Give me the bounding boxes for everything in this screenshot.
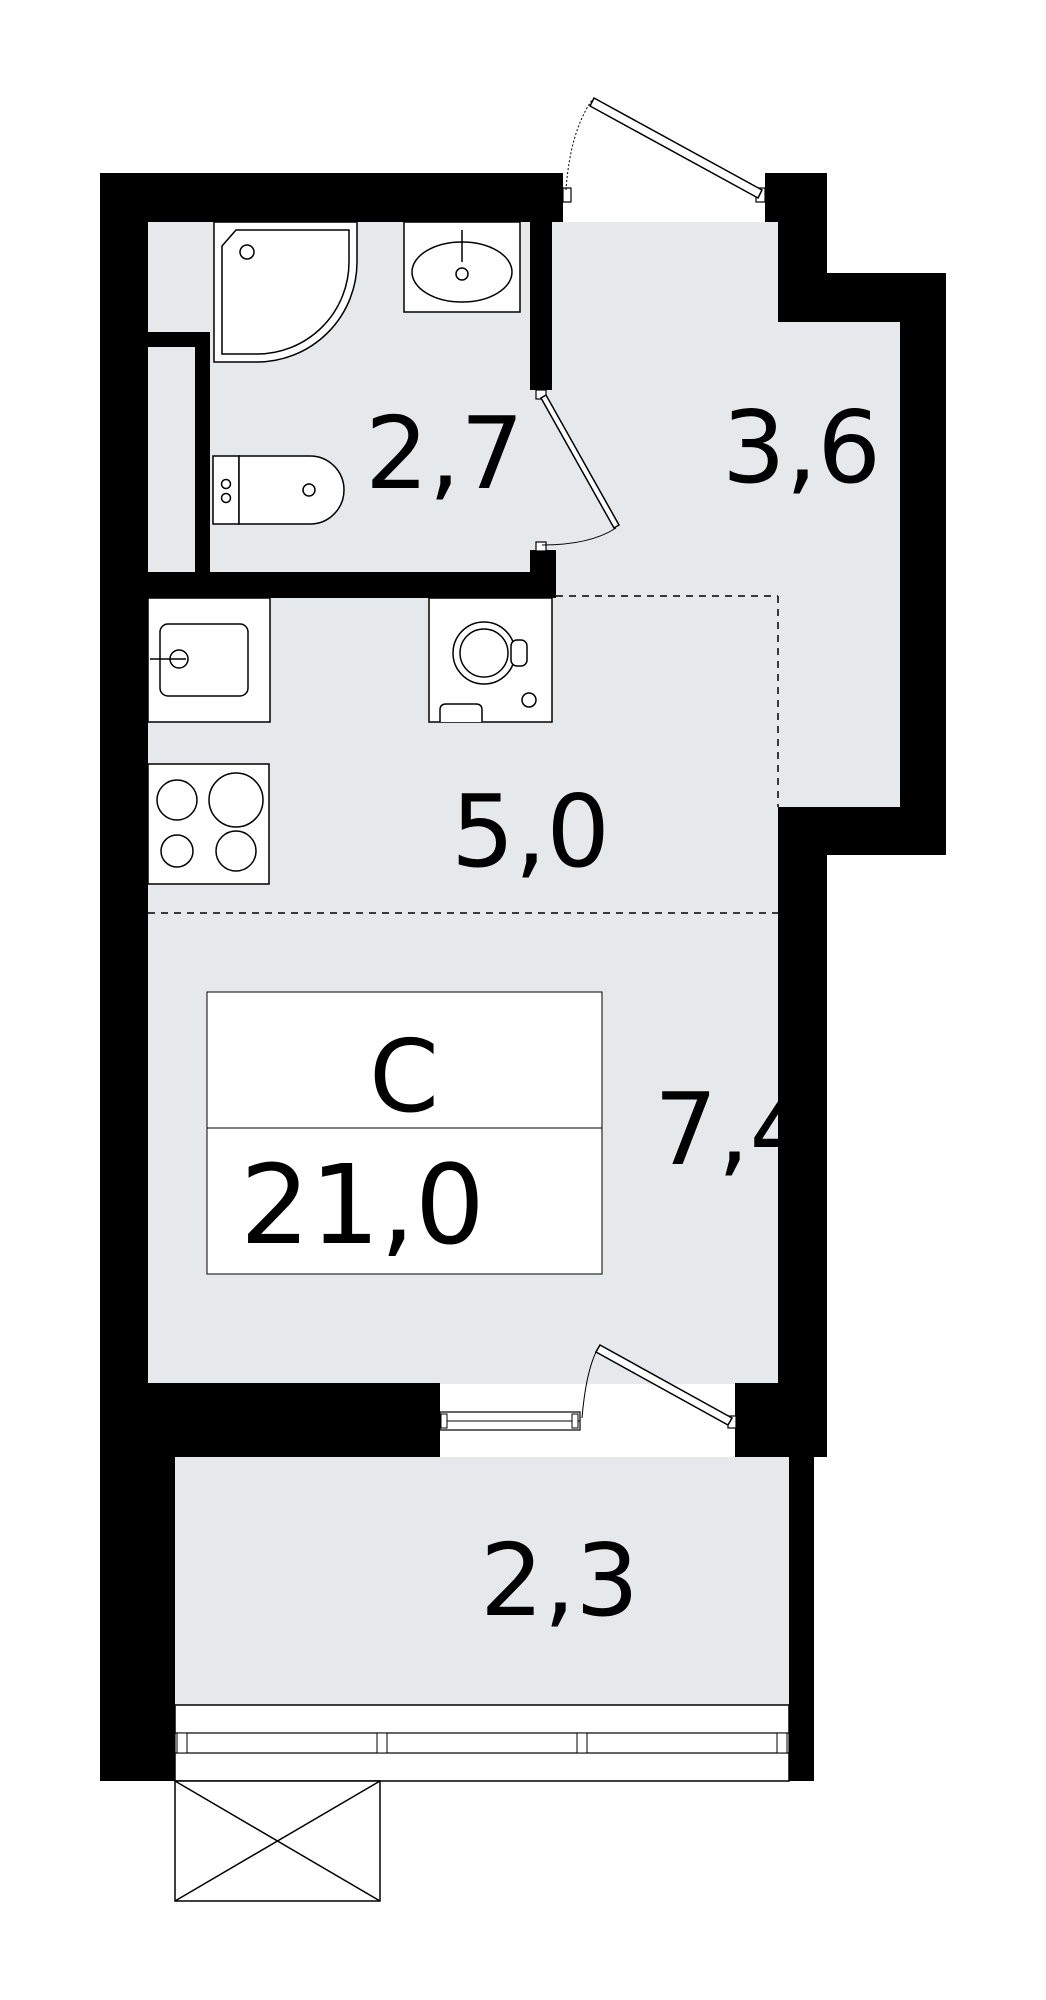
wall-shaft-right <box>195 332 210 574</box>
living-door-swing <box>581 1347 599 1419</box>
living-label-clip: 7,4 <box>654 1071 813 1188</box>
bathroom-sink-drain-icon <box>455 267 469 281</box>
cooktop-burner-top-left-icon <box>156 779 198 821</box>
toilet-button-bottom-icon <box>220 492 232 504</box>
balcony-window-post-3 <box>576 1732 588 1754</box>
summary-box-frame <box>206 991 603 1275</box>
cooktop-burner-bottom-right-icon <box>215 830 257 872</box>
entrance-door[interactable] <box>562 96 766 203</box>
toilet-bowl <box>238 455 345 525</box>
entrance-door-swing <box>565 99 593 191</box>
area-label-bathroom: 2,7 <box>365 395 524 512</box>
apartment-summary-box: С 21,0 <box>206 991 603 1275</box>
balcony-window <box>174 1704 790 1782</box>
cooktop <box>147 763 270 885</box>
balcony-x-box <box>174 1780 381 1902</box>
wall-right-overlay <box>778 855 827 1383</box>
wall-bath-bottom <box>148 572 556 598</box>
wall-niche-right <box>900 273 946 855</box>
living-door[interactable] <box>439 1343 737 1431</box>
area-label-balcony: 2,3 <box>480 1522 639 1639</box>
room-area-labels: 2,7 3,6 5,0 2,3 <box>365 389 881 1639</box>
bathroom-door-jamb-bottom <box>535 541 547 552</box>
entrance-door-jamb-left <box>562 187 572 203</box>
living-door-jamb-left <box>440 1413 448 1429</box>
cooktop-burner-top-right-icon <box>208 772 264 828</box>
washing-machine-drum-inner <box>459 628 509 678</box>
bathroom-sink <box>403 221 521 313</box>
wall-balcony-left <box>100 1457 175 1781</box>
zone-lines <box>148 595 779 914</box>
toilet <box>212 455 345 525</box>
washing-machine-handle <box>510 639 528 667</box>
kitchen-sink-basin <box>159 623 249 697</box>
area-label-kitchen: 5,0 <box>451 773 610 890</box>
apartment-type-label: С <box>369 1018 439 1135</box>
wall-balcony-right <box>789 1457 814 1781</box>
balcony-window-post-4 <box>776 1732 788 1754</box>
wall-bottom-right <box>735 1383 827 1457</box>
cooktop-burner-bottom-left-icon <box>160 834 194 868</box>
shower-tray-inner <box>221 229 350 355</box>
wall-top-left <box>100 173 563 222</box>
area-label-living: 7,4 <box>654 1071 813 1188</box>
toilet-drain-icon <box>302 483 316 497</box>
balcony-x-box-diag-2 <box>174 1780 381 1902</box>
living-door-jamb-mid <box>571 1413 579 1429</box>
bathroom-door-swing <box>541 527 617 546</box>
wall-shaft-top <box>148 332 210 347</box>
area-label-hallway: 3,6 <box>722 389 881 506</box>
shower-drain-icon <box>239 244 255 260</box>
bathroom-door-leaf <box>539 393 621 530</box>
washing-machine <box>428 597 553 723</box>
floor-hallway-niche <box>778 322 900 807</box>
wall-bath-partition-top <box>530 222 552 390</box>
bathroom-door[interactable] <box>535 389 621 552</box>
entrance-door-leaf <box>589 96 763 200</box>
balcony-window-glass <box>174 1732 790 1754</box>
total-area-label: 21,0 <box>240 1141 485 1269</box>
floor-balcony <box>175 1457 789 1705</box>
shower-tray <box>213 221 358 363</box>
washing-machine-detergent-drawer <box>439 703 483 722</box>
washing-machine-knob-icon <box>521 692 537 708</box>
toilet-tank <box>212 455 240 525</box>
balcony-window-post-1 <box>176 1732 188 1754</box>
toilet-button-top-icon <box>220 478 232 490</box>
kitchen-sink <box>147 597 271 723</box>
wall-bottom-left <box>100 1383 440 1457</box>
balcony-window-post-2 <box>376 1732 388 1754</box>
